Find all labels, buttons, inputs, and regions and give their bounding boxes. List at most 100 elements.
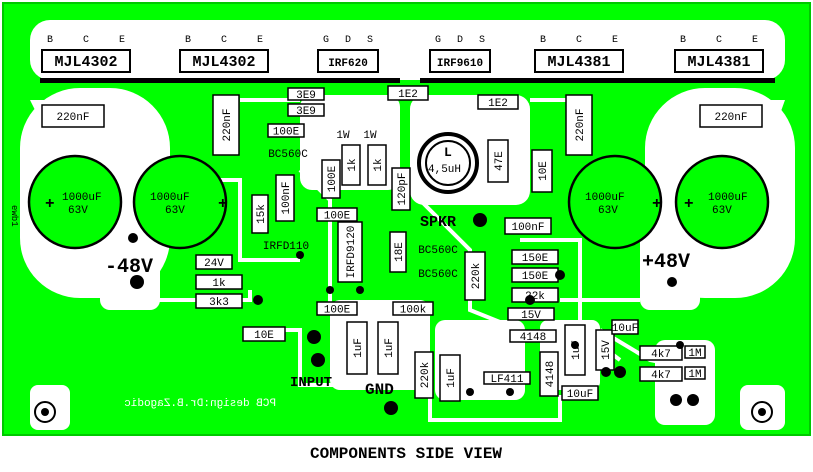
- component-label: 1uF: [353, 338, 365, 358]
- gnd-label: GND: [365, 381, 394, 399]
- component-r3k3: 3k3: [195, 293, 243, 309]
- component-label: 4148: [520, 332, 546, 344]
- solder-pad: [506, 388, 514, 396]
- component-r100e-top: 100E: [267, 123, 305, 139]
- component-label: 1E2: [398, 89, 418, 101]
- component-c1uf-c: 1uF: [439, 354, 461, 402]
- component-label: 150E: [522, 253, 549, 265]
- component-label: 1k: [373, 158, 385, 172]
- component-label: 100nF: [281, 181, 293, 214]
- component-r120pf: 120pF: [391, 167, 411, 211]
- pin-label: G: [435, 35, 441, 46]
- component-r3e9-b: 3E9: [287, 103, 325, 118]
- component-label: 4k7: [651, 370, 671, 382]
- component-label: BC560C: [418, 269, 458, 281]
- component-label: 18E: [394, 242, 406, 262]
- pin-label: D: [345, 35, 351, 46]
- pin-label: E: [752, 35, 758, 46]
- solder-pad: [253, 295, 263, 305]
- component-label: 15k: [256, 204, 268, 224]
- cap-polarity: +: [652, 195, 662, 213]
- capacitor-right-outer: + 1000uF 63V: [674, 154, 770, 250]
- component-c1uf-d: 1uF: [564, 324, 586, 376]
- transistor-part-label: IRF9610: [437, 58, 483, 70]
- component-r100nf-v: 100nF: [275, 174, 295, 222]
- neg-supply-label: -48V: [105, 256, 153, 279]
- pin-label: E: [119, 35, 125, 46]
- solder-pad: [384, 401, 398, 415]
- solder-pad: [571, 341, 579, 349]
- component-c220-mid-left: 220nF: [212, 94, 240, 156]
- component-r1k-a: 1k: [341, 144, 361, 186]
- component-r4k7-a: 4k7: [639, 345, 683, 361]
- component-label: 10uF: [612, 323, 638, 335]
- solder-pad: [307, 330, 321, 344]
- component-label: 1uF: [384, 338, 396, 358]
- component-label: 1k: [347, 158, 359, 172]
- solder-pad: [670, 394, 682, 406]
- transistor-part-label: IRF620: [328, 58, 368, 70]
- component-label: 220k: [471, 262, 483, 289]
- mounting-holes: [34, 401, 773, 423]
- component-c1uf-a: 1uF: [346, 321, 368, 375]
- component-r150e-b: 150E: [511, 267, 559, 283]
- solder-pad: [687, 394, 699, 406]
- pin-label: E: [257, 35, 263, 46]
- component-c1uf-b: 1uF: [377, 321, 399, 375]
- solder-pad: [667, 277, 677, 287]
- pin-label: D: [457, 35, 463, 46]
- component-label: 120pF: [397, 172, 409, 205]
- pin-label: B: [185, 35, 191, 46]
- cap-voltage: 63V: [712, 205, 732, 217]
- component-c10uf-a: 10uF: [611, 319, 639, 335]
- component-label: 10uF: [567, 389, 593, 401]
- solder-pad: [601, 367, 611, 377]
- component-c220-left: 220nF: [41, 104, 105, 128]
- component-r18e: 18E: [389, 231, 407, 273]
- solder-pad: [128, 233, 138, 243]
- component-r22k: 22k: [511, 287, 559, 303]
- solder-pad: [296, 251, 304, 259]
- pos-supply-label: +48V: [642, 251, 690, 274]
- component-label: 3E9: [296, 106, 316, 118]
- pin-label: C: [576, 35, 582, 46]
- pads: [128, 213, 699, 415]
- pin-label: B: [540, 35, 546, 46]
- cap-voltage: 63V: [598, 205, 618, 217]
- pin-label: C: [221, 35, 227, 46]
- input-label: INPUT: [290, 375, 332, 391]
- credit-mirrored: PCB design:Dr.B.Zagodic: [124, 398, 276, 410]
- component-z24v: 24V: [195, 254, 233, 270]
- pin-label: E: [612, 35, 618, 46]
- component-r47e: 47E: [487, 139, 509, 183]
- component-r1w-a: 1W: [336, 130, 350, 142]
- component-label: 220nF: [56, 112, 89, 124]
- component-label: 10E: [254, 330, 274, 342]
- component-label: 24V: [204, 258, 224, 270]
- component-label: 220nF: [714, 112, 747, 124]
- component-label: IRFD9120: [346, 226, 358, 279]
- component-label: 220nF: [222, 108, 234, 141]
- component-r1e2-b: 1E2: [477, 94, 519, 110]
- component-r4k7-b: 4k7: [639, 366, 683, 382]
- component-label: 220k: [420, 361, 432, 388]
- pin-label: S: [367, 35, 373, 46]
- component-r100k: 100k: [392, 301, 434, 317]
- component-bc560c-c: BC560C: [418, 269, 458, 281]
- component-r3e9-a: 3E9: [287, 87, 325, 102]
- component-label: 100E: [327, 165, 339, 192]
- component-r1k-c: 1k: [195, 274, 243, 290]
- transistor-part-label: MJL4302: [54, 54, 117, 71]
- component-label: 10E: [538, 161, 550, 181]
- component-r1e2-a: 1E2: [387, 85, 429, 101]
- component-label: 1W: [363, 130, 377, 142]
- pin-label: C: [83, 35, 89, 46]
- solder-pad: [525, 295, 535, 305]
- component-r1m-a: 1M: [684, 345, 706, 360]
